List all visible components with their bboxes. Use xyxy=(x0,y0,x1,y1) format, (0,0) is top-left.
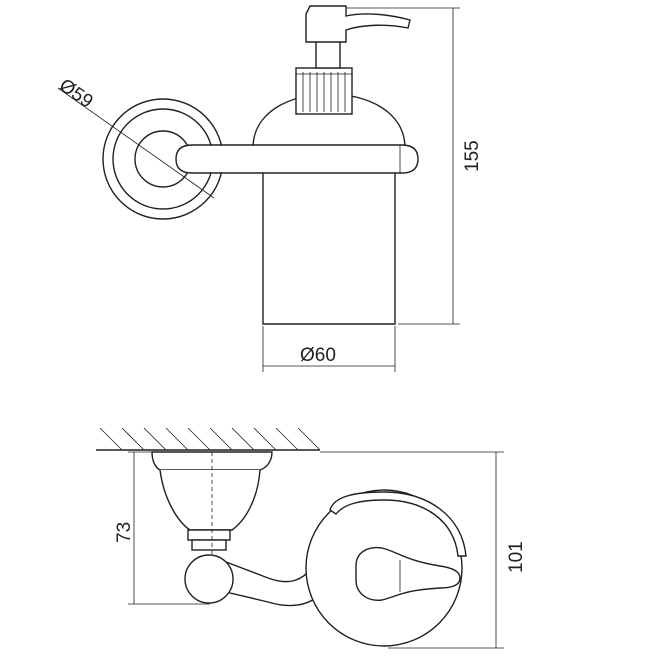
projection-label: 101 xyxy=(506,541,527,573)
pump-collar xyxy=(295,67,353,115)
wall-to-center-dimension: 73 xyxy=(114,451,210,605)
wall-to-center-label: 73 xyxy=(114,522,135,543)
rosette-diameter-dimension: Ø59 xyxy=(55,75,215,199)
glass-bottle xyxy=(262,148,396,325)
height-dimension: 155 xyxy=(346,7,483,325)
projection-dimension: 101 xyxy=(320,451,527,649)
top-view: 73 101 xyxy=(96,427,527,649)
front-view: Ø59 xyxy=(55,5,483,372)
arm-knob xyxy=(184,554,234,604)
rosette-diameter-label: Ø59 xyxy=(55,75,96,113)
holder-arm xyxy=(175,144,419,174)
arm-top xyxy=(225,560,317,607)
wall-hatching xyxy=(96,427,321,451)
bottle-diameter-dimension: Ø60 xyxy=(262,326,396,372)
wall-mount xyxy=(151,451,273,560)
height-label: 155 xyxy=(462,140,483,172)
bottle-diameter-label: Ø60 xyxy=(300,345,336,366)
pump-head xyxy=(305,5,411,69)
pump-nozzle-top xyxy=(355,546,461,601)
